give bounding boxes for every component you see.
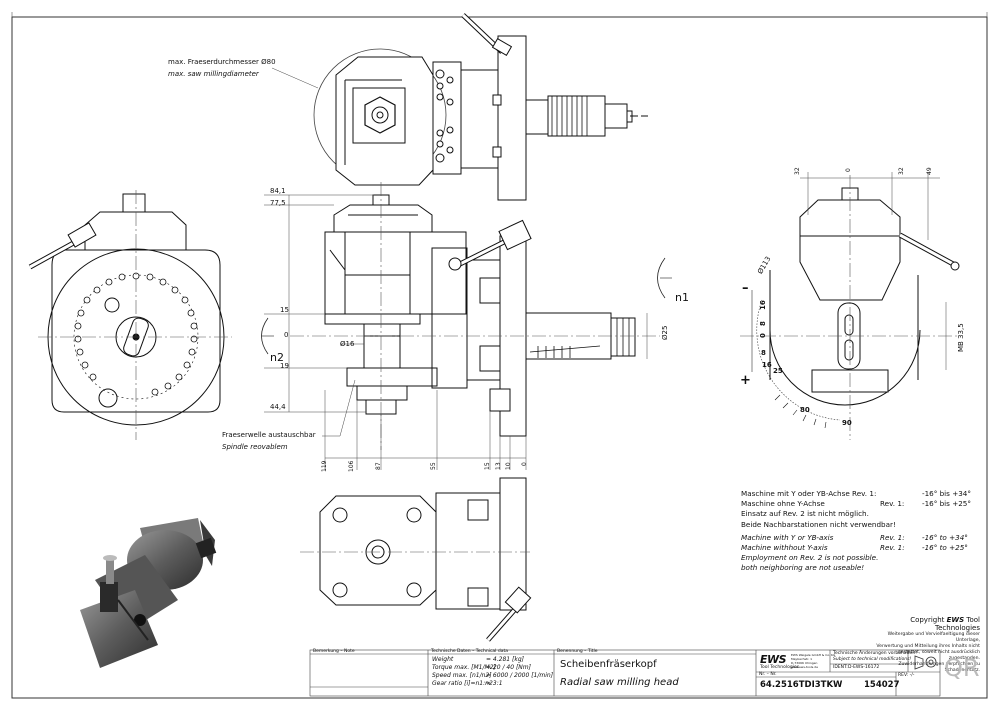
qr-placeholder: QR: [944, 654, 980, 682]
part-number-label: Nr. – Nr.: [759, 672, 777, 677]
note-de-4: Beide Nachbarstationen nicht verwendbar!: [741, 519, 896, 529]
ews-logo-sub: Tool Technologies: [760, 665, 800, 670]
ews-logo: EWS: [760, 653, 787, 666]
weight-value: = 4.281 [kg]: [486, 656, 524, 663]
label-n2: n2: [270, 351, 284, 364]
changes-de: Technische Änderungen vorbehalten!: [833, 651, 918, 656]
ident-label: IDENT:: [833, 665, 848, 670]
dim-top-0: 0: [845, 168, 852, 172]
speed-value: = 6000 / 2000 [1/min]: [486, 672, 554, 679]
scale-16-bottom: 16: [762, 361, 772, 369]
title-en: Radial saw milling head: [560, 677, 679, 688]
top-view: [313, 13, 648, 201]
dim-bottom-0: 0: [521, 462, 528, 466]
note-en-3: Employment on Rev. 2 is not possible.: [741, 553, 879, 563]
speed-label: Speed max. [n1/n2]: [432, 672, 492, 679]
torque-label: Torque max. [M1/M2]: [432, 664, 496, 671]
scale-0: 0: [759, 333, 767, 338]
copyright-line: Copyright EWS Tool Technologies: [910, 616, 980, 632]
dim-mb-33-5: MB 33,5: [957, 323, 965, 352]
dim-84-1: 84,1: [270, 187, 286, 195]
bottom-view: [300, 477, 532, 642]
scale-8-top: 8: [759, 321, 767, 326]
max-mill-diameter-en: max. saw millingdiameter: [168, 70, 259, 78]
plus-sign: +: [740, 373, 751, 388]
gear-value: = 3:1: [486, 680, 503, 687]
label-n1: n1: [675, 291, 689, 304]
scale-90: 90: [842, 419, 852, 427]
scale-80: 80: [800, 406, 810, 414]
weight-label: Weight: [432, 656, 454, 663]
note-de-3: Einsatz auf Rev. 2 ist nicht möglich.: [741, 509, 869, 519]
dim-15: 15: [280, 306, 289, 314]
rev-label: REV: -/-: [898, 673, 915, 678]
dim-top-32-right: 32: [898, 167, 905, 175]
title-block-lines: [309, 649, 941, 697]
company-address: EWS Weigele GmbH & Co. KG Maybachstr. 1 …: [791, 653, 836, 669]
ident-value: D-EWS-16172: [848, 665, 880, 670]
left-view: [28, 190, 232, 440]
dim-bottom-87: 87: [375, 462, 382, 470]
title-de: Scheibenfräserkopf: [560, 659, 657, 670]
minus-sign: –: [742, 281, 749, 296]
dim-19: 19: [280, 362, 289, 370]
dim-bottom-13: 13: [495, 462, 502, 470]
drawing-number: 154027: [864, 680, 900, 690]
scale-25: 25: [773, 367, 783, 375]
dim-top-32-left: 32: [794, 167, 801, 175]
torque-value: = 20 / 40 [Nm]: [486, 664, 531, 671]
max-mill-diameter-de: max. Fraeserdurchmesser Ø80: [168, 58, 276, 66]
dim-bottom-15: 15: [484, 462, 491, 470]
dim-44-4: 44,4: [270, 403, 286, 411]
note-en-4: both neighboring are not useable!: [741, 563, 865, 573]
revision-notes: Maschine mit Y oder YB-Achse Rev. 1:-16°…: [741, 489, 971, 574]
title-label: Benennung – Title: [557, 649, 598, 654]
spindle-note-de: Fraeserwelle austauschbar: [222, 431, 316, 439]
scale-8-bottom: 8: [761, 349, 766, 357]
dim-0: 0: [284, 331, 289, 339]
gear-label: Gear ratio [i]=n1:n2: [432, 680, 493, 687]
dim-bottom-55: 55: [430, 462, 437, 470]
tech-data-label: Technische Daten – Technical data: [431, 649, 508, 654]
dim-dia-25: Ø25: [661, 325, 669, 340]
remark-label: Bemerkung – Note: [313, 649, 355, 654]
scale-16-top: 16: [759, 300, 767, 310]
dim-bottom-10: 10: [505, 462, 512, 470]
front-view: [261, 67, 672, 470]
dim-dia-16: Ø16: [340, 340, 355, 348]
dim-bottom-106: 106: [348, 460, 355, 472]
right-view: [740, 172, 960, 440]
isometric-render: [80, 518, 217, 668]
copyright-block: Copyright EWS Tool Technologies Weiterga…: [866, 616, 980, 674]
projection-symbol: [914, 655, 937, 670]
part-number: 64.2516TDI3TKW: [760, 680, 843, 690]
note-de-1: Maschine mit Y oder YB-Achse Rev. 1:-16°…: [741, 489, 971, 498]
dim-77-5: 77,5: [270, 199, 286, 207]
changes-en: Subject to technical modifications!: [833, 657, 912, 662]
spindle-note-en: Spindle reovablem: [222, 443, 288, 451]
dim-top-49: 49: [926, 167, 933, 175]
dim-bottom-119: 119: [321, 460, 328, 472]
